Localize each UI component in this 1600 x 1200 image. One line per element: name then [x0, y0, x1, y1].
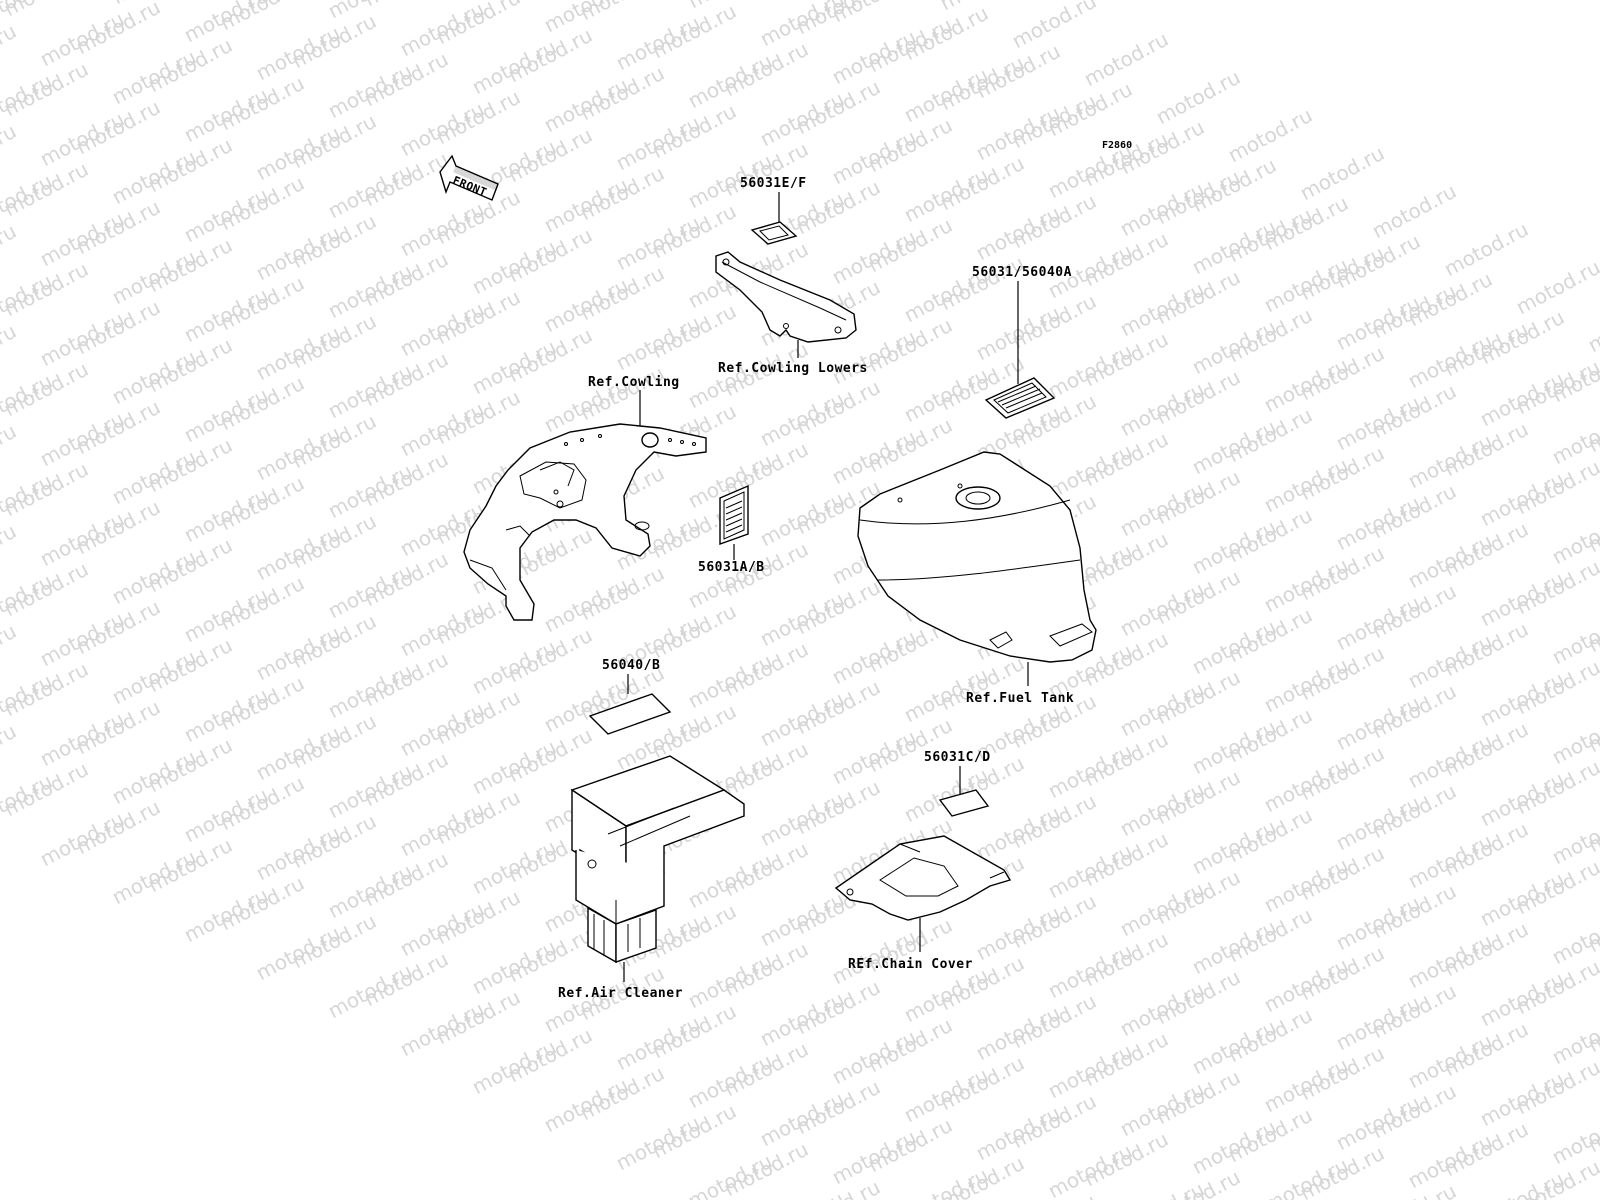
ref-air-cleaner-label: Ref.Air Cleaner: [558, 986, 683, 1001]
ref-cowling-lowers-label: Ref.Cowling Lowers: [718, 361, 868, 376]
decal-56031EF-label: 56031E/F: [740, 176, 807, 191]
diagram-code: F2860: [1102, 140, 1132, 151]
air-cleaner-part: [570, 755, 745, 964]
front-arrow-icon: FRONT: [439, 154, 499, 201]
decal-56031CD-label: 56031C/D: [924, 750, 991, 765]
ref-chain-cover-label: REf.Chain Cover: [848, 957, 973, 972]
cowling-lower-part: [715, 251, 857, 343]
decal-56031EF: [750, 221, 798, 245]
decal-56040B-label: 56040/B: [602, 658, 660, 673]
fuel-tank-part: [857, 451, 1097, 663]
decal-56031-56040A-label: 56031/56040A: [972, 265, 1072, 280]
decal-56031AB: [719, 484, 749, 545]
decal-56040B: [588, 693, 672, 735]
chain-cover-part: [834, 835, 1012, 921]
ref-cowling-label: Ref.Cowling: [588, 375, 680, 390]
ref-fuel-tank-label: Ref.Fuel Tank: [966, 691, 1074, 706]
decal-56031AB-label: 56031A/B: [698, 560, 765, 575]
decal-56031CD: [938, 789, 990, 817]
cowling-part: [463, 423, 707, 621]
decal-56031-56040A: [984, 377, 1056, 419]
